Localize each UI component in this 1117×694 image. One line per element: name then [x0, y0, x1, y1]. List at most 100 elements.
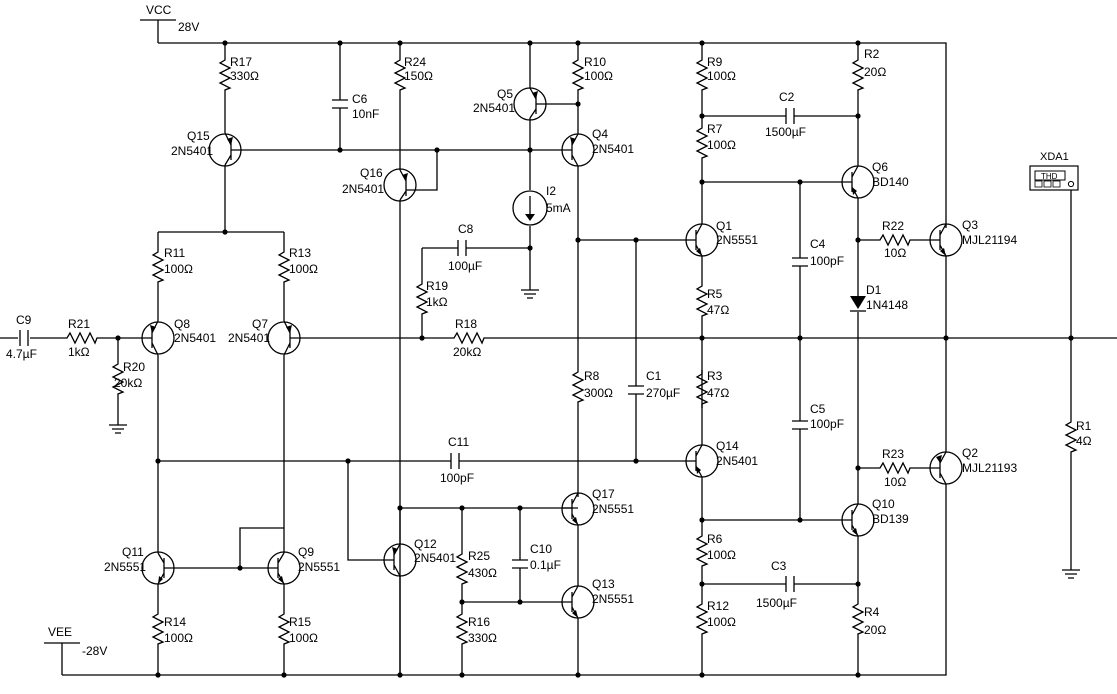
r12-ref: R12 — [707, 599, 729, 613]
resistor-r13[interactable]: R13 100Ω — [277, 246, 318, 286]
transistor-q9[interactable]: Q9 2N5551 — [267, 545, 340, 585]
vcc-name: VCC — [146, 3, 172, 17]
junction — [434, 147, 440, 153]
resistor-r3[interactable]: R3 47Ω — [695, 369, 729, 408]
transistor-q16[interactable]: Q16 2N5401 — [342, 166, 417, 202]
r3-value: 47Ω — [707, 386, 729, 400]
resistor-r9[interactable]: R9 100Ω — [695, 55, 736, 94]
c1-value: 270µF — [646, 386, 680, 400]
vee-symbol: VEE -28V — [44, 625, 107, 658]
capacitor-c1[interactable]: C1 270µF — [628, 369, 680, 400]
r2-ref: R2 — [864, 47, 880, 61]
resistor-r12[interactable]: R12 100Ω — [695, 599, 736, 638]
transistor-q3[interactable]: Q3 MJL21194 — [929, 218, 1017, 257]
r16-value: 330Ω — [468, 631, 497, 645]
resistor-r19[interactable]: R19 1kΩ — [415, 279, 448, 318]
xda1-button — [1034, 180, 1043, 188]
resistor-r2[interactable]: R2 20Ω — [851, 47, 886, 94]
q14-part: 2N5401 — [716, 454, 758, 468]
transistor-q1[interactable]: Q1 2N5551 — [685, 219, 758, 257]
capacitor-c5[interactable]: C5 100pF — [792, 402, 844, 431]
resistor-r20[interactable]: R20 20kΩ — [111, 360, 145, 398]
q6-ref: Q6 — [872, 160, 888, 174]
transistor-q17[interactable]: Q17 2N5551 — [561, 487, 634, 526]
transistor-q6[interactable]: Q6 BD140 — [841, 160, 909, 199]
resistor-r22[interactable]: R22 10Ω — [876, 219, 914, 260]
c3-ref: C3 — [771, 559, 787, 573]
c9-value: 4.7µF — [6, 347, 37, 361]
current-source-i2[interactable]: I2 5mA — [512, 184, 571, 226]
transistor-q13[interactable]: Q13 2N5551 — [561, 577, 634, 619]
resistor-r5[interactable]: R5 47Ω — [695, 282, 729, 320]
resistor-r7[interactable]: R7 100Ω — [695, 122, 736, 162]
r6-value: 100Ω — [707, 548, 736, 562]
q1-part: 2N5551 — [716, 233, 758, 247]
transistor-q14[interactable]: Q14 2N5401 — [685, 439, 758, 478]
junction — [527, 245, 533, 251]
ground-symbol — [109, 424, 127, 434]
r9-value: 100Ω — [707, 69, 736, 83]
capacitor-c2[interactable]: C2 1500µF — [765, 90, 806, 139]
resistor-r8[interactable]: R8 300Ω — [571, 368, 613, 406]
resistor-r10[interactable]: R10 100Ω — [571, 55, 613, 94]
transistor-q2[interactable]: Q2 MJL21193 — [929, 446, 1017, 485]
junction — [155, 672, 161, 678]
resistor-r23[interactable]: R23 10Ω — [876, 447, 914, 489]
diode-d1[interactable]: D1 1N4148 — [850, 283, 908, 312]
transistor-q12[interactable]: Q12 2N5401 — [383, 508, 456, 675]
transistor-q10[interactable]: Q10 BD139 — [841, 497, 909, 537]
r20-ref: R20 — [123, 360, 145, 374]
q11-part: 2N5551 — [104, 560, 146, 574]
junction — [222, 229, 228, 235]
resistor-r21[interactable]: R21 1kΩ — [63, 317, 101, 359]
resistor-r15[interactable]: R15 100Ω — [277, 610, 318, 648]
resistor-r17[interactable]: R17 330Ω — [218, 55, 259, 94]
junction — [855, 465, 861, 471]
junction — [517, 505, 523, 511]
q9-part: 2N5551 — [298, 560, 340, 574]
xda1-screen-text: THD — [1041, 172, 1058, 181]
resistor-r4[interactable]: R4 20Ω — [851, 600, 886, 638]
resistor-r1[interactable]: R1 4Ω — [1064, 418, 1092, 456]
c4-value: 100pF — [810, 254, 844, 268]
r16-ref: R16 — [468, 615, 490, 629]
junction — [943, 335, 949, 341]
resistor-r11[interactable]: R11 100Ω — [151, 246, 193, 286]
junction — [699, 517, 705, 523]
resistor-r25[interactable]: R25 430Ω — [455, 549, 497, 588]
resistor-r24[interactable]: R24 150Ω — [393, 55, 433, 94]
distortion-analyzer-xda1[interactable]: XDA1 THD — [1029, 151, 1079, 191]
resistor-r14[interactable]: R14 100Ω — [151, 610, 193, 648]
r6-ref: R6 — [707, 532, 723, 546]
capacitor-c9[interactable]: C9 4.7µF — [6, 313, 37, 361]
junction — [237, 565, 243, 571]
wire-mirror-diode — [239, 527, 284, 568]
resistor-r16[interactable]: R16 330Ω — [455, 610, 497, 648]
capacitor-c3[interactable]: C3 1500µF — [756, 559, 797, 610]
r25-ref: R25 — [468, 549, 490, 563]
r17-ref: R17 — [230, 55, 252, 69]
r11-value: 100Ω — [164, 262, 193, 276]
transistor-q15[interactable]: Q15 2N5401 — [171, 129, 242, 167]
transistor-q8[interactable]: Q8 2N5401 — [141, 317, 216, 356]
vcc-rail — [158, 42, 947, 228]
r12-value: 100Ω — [707, 615, 736, 629]
capacitor-c11[interactable]: C11 100pF — [440, 435, 474, 485]
resistor-r18[interactable]: R18 20kΩ — [450, 317, 488, 359]
capacitor-c10[interactable]: C10 0.1µF — [512, 542, 561, 572]
junction — [337, 40, 343, 46]
capacitor-c6[interactable]: C6 10nF — [332, 92, 379, 121]
junction — [527, 40, 533, 46]
transistor-q7[interactable]: Q7 2N5401 — [228, 317, 301, 356]
capacitor-c8[interactable]: C8 100µF — [448, 222, 482, 273]
vcc-value: 28V — [178, 20, 199, 34]
capacitor-c4[interactable]: C4 100pF — [792, 237, 844, 268]
transistor-q4[interactable]: Q4 2N5401 — [561, 127, 634, 167]
resistor-r6[interactable]: R6 100Ω — [695, 532, 736, 570]
junction — [155, 458, 161, 464]
junction — [575, 672, 581, 678]
q2-ref: Q2 — [962, 446, 978, 460]
transistor-q11[interactable]: Q11 2N5551 — [104, 545, 175, 585]
transistor-q5[interactable]: Q5 2N5401 — [473, 87, 547, 121]
